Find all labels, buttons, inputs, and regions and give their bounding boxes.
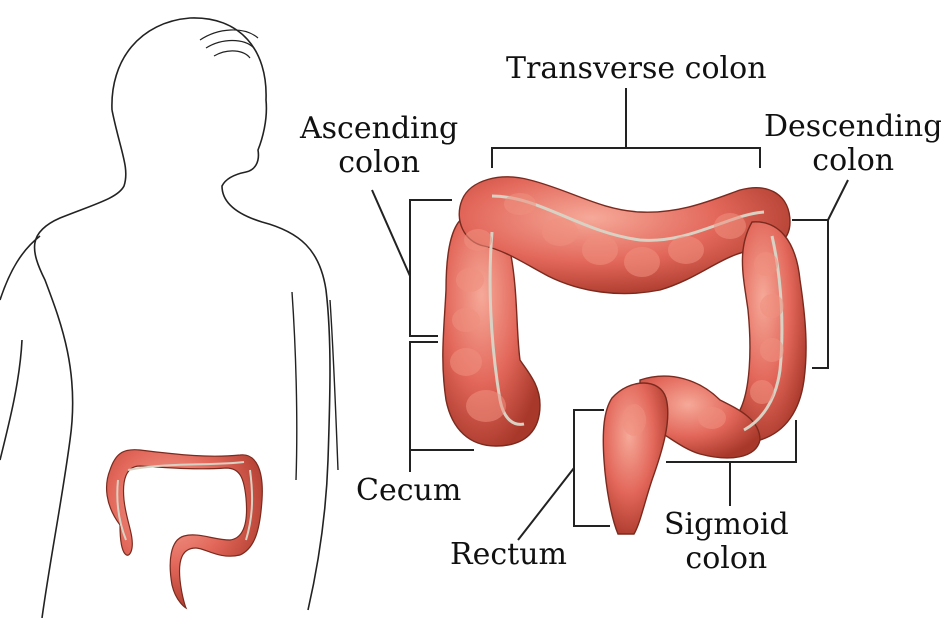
human-silhouette [35, 18, 330, 618]
large-colon [443, 177, 806, 534]
transverse-bracket [492, 88, 760, 168]
label-descending-colon: Descending colon [764, 110, 941, 178]
label-sigmoid-line1: Sigmoid [664, 508, 789, 542]
ascending-bracket [372, 190, 452, 336]
label-ascending-line1: Ascending [300, 112, 458, 146]
label-sigmoid-colon: Sigmoid colon [664, 508, 789, 576]
label-descending-line1: Descending [764, 110, 941, 144]
label-ascending-colon: Ascending colon [300, 112, 458, 180]
label-sigmoid-line2: colon [664, 542, 789, 576]
left-arm-outline [0, 236, 40, 460]
label-ascending-line2: colon [300, 146, 458, 180]
label-rectum: Rectum [450, 538, 567, 572]
right-arm-outline [292, 292, 338, 480]
label-cecum: Cecum [356, 474, 461, 508]
label-transverse-colon: Transverse colon [506, 52, 767, 86]
label-descending-line2: colon [764, 144, 941, 178]
small-colon [107, 450, 263, 608]
hair-detail [200, 30, 258, 58]
